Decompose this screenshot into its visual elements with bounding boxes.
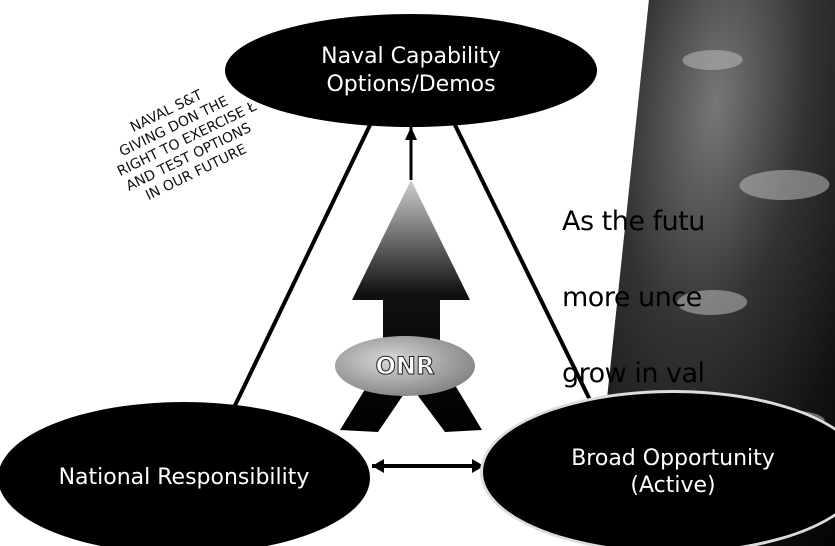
edge-top-right [453, 124, 592, 401]
node-broad-opportunity-line1: Broad Opportunity [571, 445, 775, 471]
arrowhead-left-icon [372, 459, 384, 473]
upward-arrow-shape [340, 180, 482, 432]
node-onr-label: ONR [375, 352, 435, 381]
node-broad-opportunity-line2: (Active) [630, 473, 716, 498]
side-caption-line: As the futu [562, 206, 705, 237]
node-naval-capability-line2: Options/Demos [326, 71, 496, 97]
side-caption-line: grow in val [562, 358, 705, 389]
node-national-responsibility: National Responsibility [0, 402, 370, 546]
side-caption: As the futu more unce grow in val [562, 165, 835, 431]
node-naval-capability-line1: Naval Capability [321, 44, 501, 69]
node-onr: ONR [335, 336, 475, 396]
edge-top-left [226, 124, 372, 421]
node-naval-capability: Naval Capability Options/Demos [225, 14, 597, 127]
arrowhead-right-icon [472, 459, 484, 473]
arrowhead-up-icon [405, 127, 417, 140]
node-national-responsibility-label: National Responsibility [58, 465, 310, 491]
node-broad-opportunity: Broad Opportunity (Active) [480, 390, 835, 546]
side-caption-line: more unce [562, 282, 702, 313]
